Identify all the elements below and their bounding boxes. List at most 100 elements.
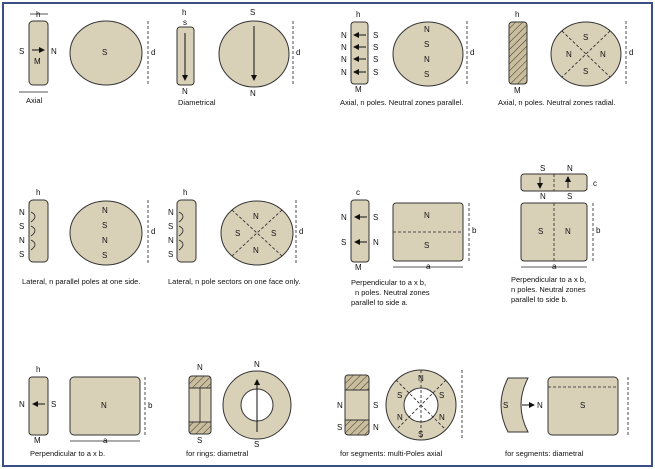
arc-segment-side-view xyxy=(500,377,529,433)
multi-pole-face-view xyxy=(392,21,464,87)
pole-label: S xyxy=(439,391,444,400)
caption-line: Axial, n poles. Neutral zones parallel. xyxy=(340,98,463,107)
dim-h-label: h xyxy=(36,365,40,374)
pole-label: N xyxy=(341,43,347,52)
panel-axial-n-poles-radial: h M S N N S d Axial, n poles. Neutral zo… xyxy=(498,10,633,107)
pole-label: S xyxy=(235,229,240,238)
radial-face-view xyxy=(550,21,622,87)
dim-h-label: h xyxy=(183,188,187,197)
pole-label: N xyxy=(254,360,260,369)
pole-label: N xyxy=(600,50,606,59)
pole-label: N xyxy=(341,55,347,64)
caption-line: Perpendicular to a x b, xyxy=(351,278,426,287)
magnetization-label: M xyxy=(34,57,41,66)
pole-label: N xyxy=(19,400,25,409)
pole-label: N xyxy=(102,236,108,245)
caption-line: Diametrical xyxy=(178,98,216,107)
panel-axial: h S N M S d Axial xyxy=(19,10,155,105)
pole-label: N xyxy=(168,236,174,245)
caption-line: Perpendicular to a x b, xyxy=(511,275,586,284)
pole-label: S xyxy=(418,430,423,439)
pole-label: N xyxy=(424,211,430,220)
pole-label: N xyxy=(253,246,259,255)
dim-c-label: c xyxy=(356,188,360,197)
dim-d-label: d xyxy=(470,48,474,57)
pole-label: N xyxy=(102,206,108,215)
multi-pole-side-view xyxy=(350,21,369,85)
pole-label: S xyxy=(580,401,585,410)
pole-label: N xyxy=(439,413,445,422)
dim-h-label: h xyxy=(36,10,40,19)
pole-label: S xyxy=(397,391,402,400)
pole-label: S xyxy=(373,68,378,77)
axial-side-view xyxy=(28,20,49,86)
dim-a-label: a xyxy=(426,262,431,271)
pole-label: S xyxy=(337,423,342,432)
pole-label: S xyxy=(51,400,56,409)
panel-lateral-parallel: h N S N S N S N S d Lateral, n parallel … xyxy=(19,188,155,286)
dim-c-label: c xyxy=(593,179,597,188)
pole-label: S xyxy=(373,55,378,64)
pole-label: S xyxy=(341,238,346,247)
block-face-view xyxy=(69,376,141,436)
panel-axial-n-poles-parallel: h N N N N S S S S M N S N S d Axial, n p… xyxy=(340,10,474,107)
pole-label: S xyxy=(567,192,572,201)
pole-label: N xyxy=(337,401,343,410)
pole-label: N xyxy=(565,227,571,236)
lateral-side-view xyxy=(28,199,49,263)
dim-b-label: b xyxy=(472,226,477,235)
caption-line: parallel to side a. xyxy=(351,298,408,307)
pole-label: S xyxy=(254,440,259,449)
segment-side-core xyxy=(344,389,370,421)
dim-b-label: b xyxy=(596,226,601,235)
pole-label-n: N xyxy=(182,87,188,96)
pole-label-n2: N xyxy=(250,89,256,98)
caption-line: n poles. Neutral zones xyxy=(511,285,586,294)
pole-label: S xyxy=(583,67,588,76)
pole-label: S xyxy=(540,164,545,173)
pole-label: N xyxy=(418,374,424,383)
pole-label: S xyxy=(373,31,378,40)
pole-label: N xyxy=(341,31,347,40)
panel-perpendicular-side-b: S N N S c S N b a Perpendicular to a x b… xyxy=(511,164,601,304)
block-side-view xyxy=(350,199,370,263)
panel-perpendicular-side-a: c N S S N M N S b a Perpendicular to a x… xyxy=(341,188,477,307)
panel-perpendicular: h N S M N b a Perpendicular to a x b. xyxy=(19,365,153,458)
magnetization-label: M xyxy=(355,85,362,94)
pole-label: N xyxy=(341,213,347,222)
caption-line: n poles. Neutral zones xyxy=(355,288,430,297)
pole-label: S xyxy=(583,33,588,42)
dim-d-label: d xyxy=(151,48,155,57)
pole-label: S xyxy=(19,222,24,231)
caption-line: Lateral, n pole sectors on one face only… xyxy=(168,277,300,286)
dim-a-label: a xyxy=(103,436,108,445)
pole-label: N xyxy=(168,208,174,217)
pole-label: N xyxy=(397,413,403,422)
magnetization-label: M xyxy=(355,263,362,272)
pole-label: N xyxy=(566,50,572,59)
pole-label: S xyxy=(424,70,429,79)
pole-label: S xyxy=(197,436,202,445)
panel-segments-multi-pole-axial: N S S N N S S N N S for segments: multi-… xyxy=(337,369,463,458)
panel-segments-diametral: S N S for segments: diametral xyxy=(500,376,629,458)
caption-line: Lateral, n parallel poles at one side. xyxy=(22,277,140,286)
pole-label-s: S xyxy=(19,47,24,56)
block-side-view xyxy=(28,376,49,436)
pole-label: S xyxy=(373,213,378,222)
pole-label: S xyxy=(19,250,24,259)
dim-a-label: a xyxy=(552,262,557,271)
block-face-view xyxy=(520,202,588,262)
pole-label: S xyxy=(503,401,508,410)
lateral-sector-side-view xyxy=(176,199,197,263)
pole-label: S xyxy=(538,227,543,236)
pole-label: S xyxy=(373,43,378,52)
lateral-face-view xyxy=(69,200,143,266)
panel-diametrical: h s N S N d Diametrical xyxy=(176,8,300,107)
pole-label: S xyxy=(102,221,107,230)
pole-label: N xyxy=(424,25,430,34)
pole-label: N xyxy=(540,192,546,201)
pole-label: N xyxy=(373,238,379,247)
magnetization-label: M xyxy=(514,86,521,95)
pole-label: N xyxy=(253,212,259,221)
